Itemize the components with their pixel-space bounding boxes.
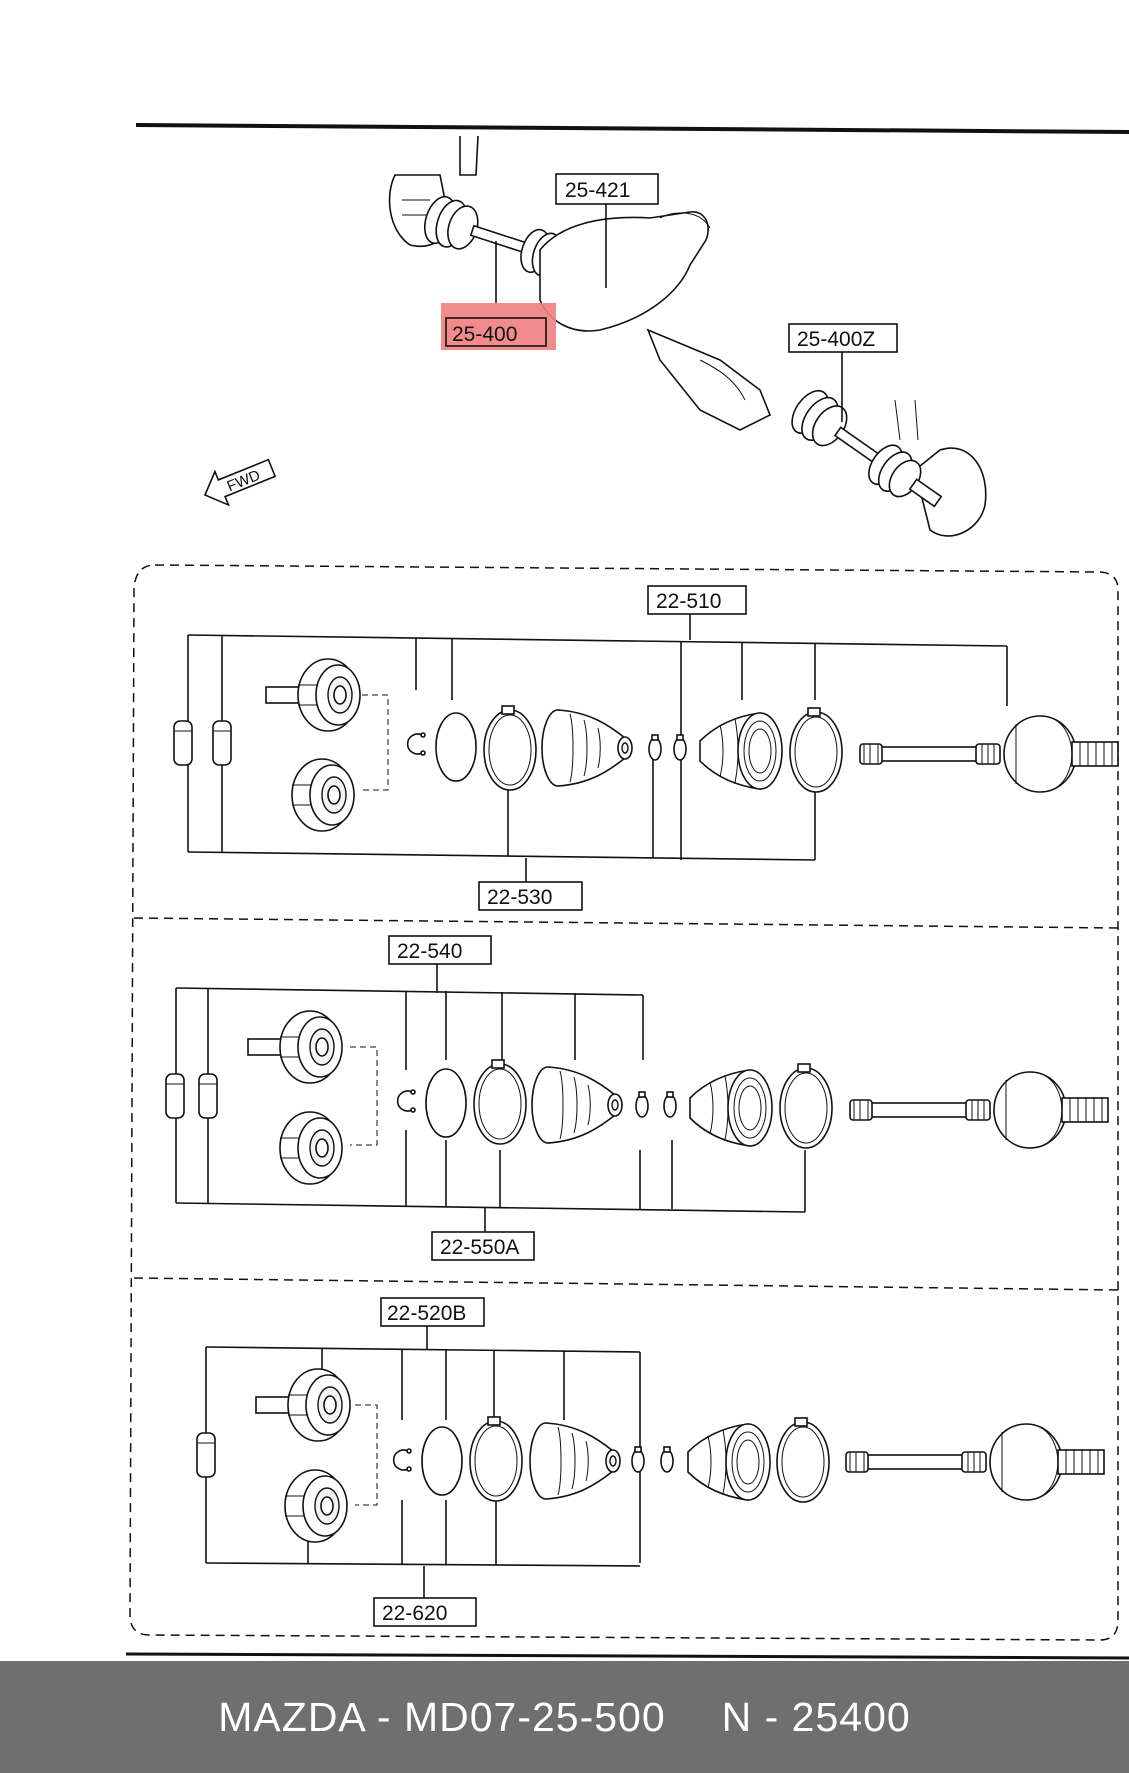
parts-diagram: FWD 25-421 25-400 25-400Z 22-510 bbox=[125, 123, 1129, 1660]
callout-box-22-510 bbox=[647, 585, 747, 615]
callout-box-22-620 bbox=[373, 1597, 477, 1627]
callout-22-540: 22-540 bbox=[397, 940, 462, 963]
callout-22-520b: 22-520B bbox=[387, 1302, 466, 1325]
kit-section-1: 22-510 22-530 bbox=[173, 585, 1119, 911]
callout-box-25-400 bbox=[445, 317, 547, 347]
footer-number: N - 25400 bbox=[721, 1693, 911, 1740]
callout-22-510: 22-510 bbox=[656, 590, 721, 613]
highlight-25-400 bbox=[441, 303, 556, 350]
callout-box-25-400z bbox=[788, 323, 898, 353]
callout-25-400: 25-400 bbox=[452, 323, 517, 346]
kit-frame bbox=[129, 564, 1119, 1641]
bottom-rule bbox=[125, 1652, 1129, 1660]
callout-box-22-530 bbox=[478, 881, 583, 911]
section-divider-1 bbox=[133, 917, 1119, 929]
kit-section-3: 22-520B 22-620 bbox=[196, 1297, 1105, 1627]
callout-25-421: 25-421 bbox=[565, 179, 630, 202]
callout-22-530: 22-530 bbox=[487, 886, 552, 909]
axle-assembly-illustration: FWD 25-421 25-400 25-400Z bbox=[203, 135, 987, 537]
callout-box-25-421 bbox=[555, 173, 659, 205]
callout-box-22-550a bbox=[431, 1231, 535, 1261]
callout-22-550a: 22-550A bbox=[440, 1236, 519, 1259]
footer-caption: MAZDA - MD07-25-500 N - 25400 bbox=[0, 1661, 1129, 1773]
fwd-arrow: FWD bbox=[203, 458, 277, 507]
kit-section-2: 22-540 22-550A bbox=[165, 935, 1109, 1261]
callout-22-620: 22-620 bbox=[382, 1602, 447, 1625]
callout-25-400z: 25-400Z bbox=[797, 328, 875, 351]
top-rule bbox=[135, 123, 1129, 134]
section-divider-2 bbox=[133, 1277, 1119, 1291]
callout-box-22-540 bbox=[388, 935, 492, 965]
fwd-label: FWD bbox=[225, 467, 263, 496]
footer-brand-part: MAZDA - MD07-25-500 bbox=[218, 1693, 666, 1740]
callout-box-22-520b bbox=[380, 1297, 485, 1327]
